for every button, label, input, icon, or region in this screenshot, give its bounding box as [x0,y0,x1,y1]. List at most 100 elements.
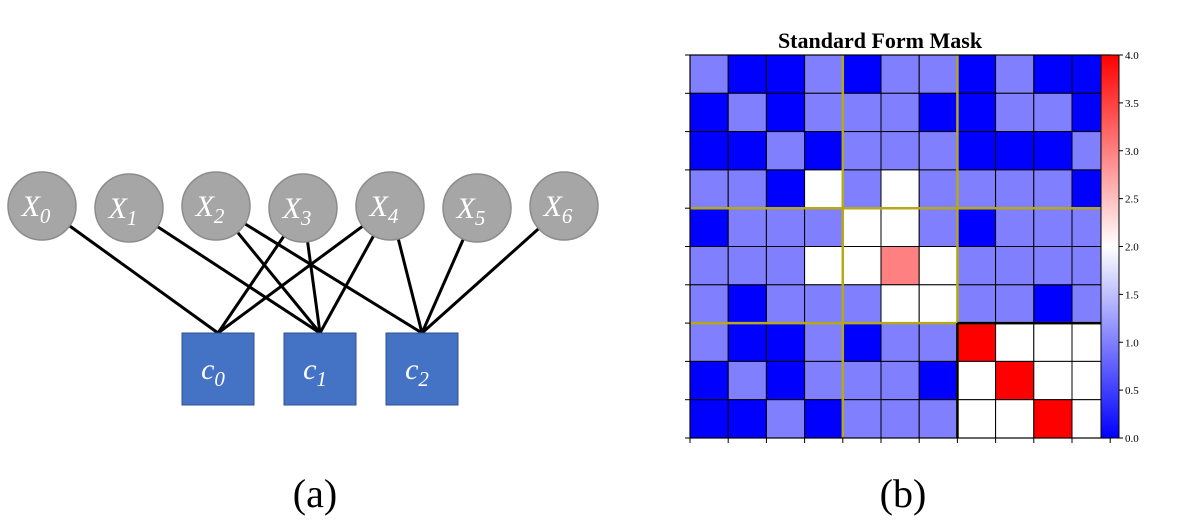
heatmap-cell-8-3 [804,360,844,401]
heatmap-cell-1-4 [842,92,882,133]
heatmap-cell-8-9 [1033,360,1073,401]
heatmap-cell-1-7 [956,92,997,133]
panel-a-caption: (a) [292,471,338,516]
colorbar-tick-label: 0.0 [1125,433,1139,445]
colorbar-tick-label: 1.5 [1125,289,1139,301]
variable-label: X5 [456,192,486,230]
heatmap-cell-3-6 [918,169,958,209]
heatmap-cell-1-1 [727,92,767,133]
heatmap-cell-5-5 [880,246,920,286]
edge-x1-c1 [156,225,321,335]
heatmap-cell-4-1 [727,207,767,247]
heatmap-cell-5-1 [727,246,767,286]
heatmap-cell-9-0 [689,399,729,439]
heatmap-cell-7-8 [995,322,1035,362]
heatmap-cell-3-5 [880,169,920,209]
heatmap-cell-9-7 [956,399,997,439]
heatmap-cell-3-7 [956,169,997,209]
constraint-label: c1 [303,353,327,391]
heatmap-cell-0-4 [842,54,882,94]
edge-x5-c2 [420,238,465,334]
heatmap-cell-2-7 [956,131,997,171]
heatmap-cell-1-8 [995,92,1035,133]
heatmap-cell-3-3 [804,169,844,209]
variable-node-x1: X1 [94,173,164,243]
heatmap-cell-4-8 [995,207,1035,247]
heatmap-cell-8-5 [880,360,920,401]
heatmap-cell-2-8 [995,131,1035,171]
heatmap-cell-8-8 [995,360,1035,401]
heatmap-cell-9-9 [1033,399,1073,439]
heatmap-cell-2-0 [689,131,729,171]
heatmap-cell-0-0 [689,54,729,94]
heatmap-cell-4-7 [956,207,997,247]
constraint-node-c1: c1 [283,332,357,406]
variable-label: X3 [282,192,312,230]
colorbar [1100,54,1120,439]
variable-label: X6 [543,190,573,228]
heatmap-cell-7-2 [765,322,806,362]
heatmap-cell-9-4 [842,399,882,439]
heatmap-cell-8-1 [727,360,767,401]
heatmap-cell-5-3 [804,246,844,286]
heatmap-cell-0-7 [956,54,997,94]
variable-label: X4 [369,190,399,228]
constraint-label: c0 [201,353,225,391]
heatmap-cell-3-1 [727,169,767,209]
heatmap-cell-5-7 [956,246,997,286]
heatmap-cell-0-9 [1033,54,1073,94]
colorbar-tick-label: 4.0 [1125,50,1139,62]
heatmap-cell-2-2 [765,131,806,171]
heatmap-cell-6-2 [765,284,806,324]
constraint-node-c0: c0 [181,332,255,406]
edge-x3-c0 [216,235,286,334]
heatmap-cell-5-9 [1033,246,1073,286]
heatmap-cell-3-0 [689,169,729,209]
heatmap-cell-3-8 [995,169,1035,209]
heatmap-cell-2-6 [918,131,958,171]
edge-x4-c0 [217,224,364,335]
heatmap-cell-5-8 [995,246,1035,286]
graph-edges [68,222,540,335]
variable-label: X1 [108,192,138,230]
heatmap-cell-7-4 [842,322,882,362]
heatmap-block-lines [690,55,1111,438]
heatmap-cell-0-8 [995,54,1035,94]
heatmap-cell-1-0 [689,92,729,133]
variable-node-x4: X4 [355,171,425,241]
heatmap-cell-6-6 [918,284,958,324]
heatmap-cell-9-2 [765,399,806,439]
colorbar-tick-label: 0.5 [1125,385,1139,397]
constraint-node-c2: c2 [385,332,459,406]
heatmap-cell-7-5 [880,322,920,362]
variable-node-x2: X2 [181,171,251,241]
heatmap-cell-1-3 [804,92,844,133]
colorbar-tick-label: 2.0 [1125,242,1139,254]
heatmap-cell-4-3 [804,207,844,247]
heatmap-cell-1-5 [880,92,920,133]
variable-node-x6: X6 [529,171,599,241]
heatmap-cell-8-0 [689,360,729,401]
heatmap-cell-4-6 [918,207,958,247]
panel-b-caption: (b) [879,471,927,516]
constraint-nodes: c0 c1 c2 [181,332,459,406]
heatmap-cell-2-9 [1033,131,1073,171]
edge-x4-c2 [396,238,424,334]
edge-x0-c0 [68,224,219,335]
colorbar-tick-label: 3.0 [1125,146,1139,158]
heatmap-cell-6-3 [804,284,844,324]
edge-x2-c1 [236,231,322,334]
heatmap-cell-7-0 [689,322,729,362]
heatmap-cell-8-6 [918,360,958,401]
heatmap-cell-6-8 [995,284,1035,324]
heatmap-cell-9-5 [880,399,920,439]
heatmap-title: Standard Form Mask [778,28,983,53]
colorbar-ticks: 0.00.51.01.52.02.53.03.54.0 [1119,50,1139,445]
heatmap-cell-7-7 [956,322,997,362]
heatmap-cell-1-6 [918,92,958,133]
heatmap-cell-2-4 [842,131,882,171]
heatmap-cell-1-9 [1033,92,1073,133]
heatmap-cell-9-8 [995,399,1035,439]
